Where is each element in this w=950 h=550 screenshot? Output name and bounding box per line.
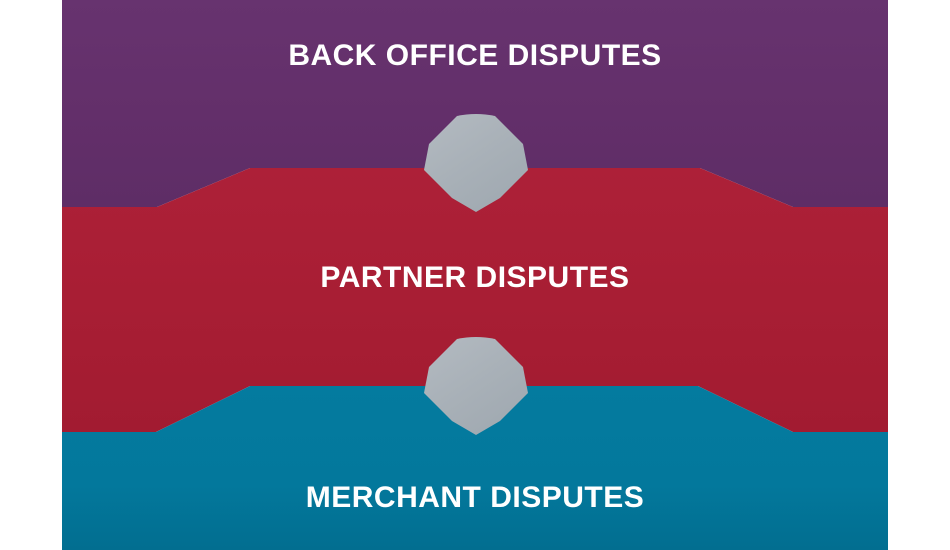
band-label-merchant: MERCHANT DISPUTES bbox=[305, 481, 645, 514]
band-shape-back-office bbox=[62, 0, 888, 207]
connector-top-hexagon-icon bbox=[424, 114, 528, 212]
band-shape-merchant bbox=[62, 386, 888, 550]
connector-bottom-hexagon-icon bbox=[424, 337, 528, 435]
band-shape-partner bbox=[62, 168, 888, 432]
band-label-partner: PARTNER DISPUTES bbox=[320, 261, 630, 294]
band-label-back-office: BACK OFFICE DISPUTES bbox=[288, 39, 662, 72]
